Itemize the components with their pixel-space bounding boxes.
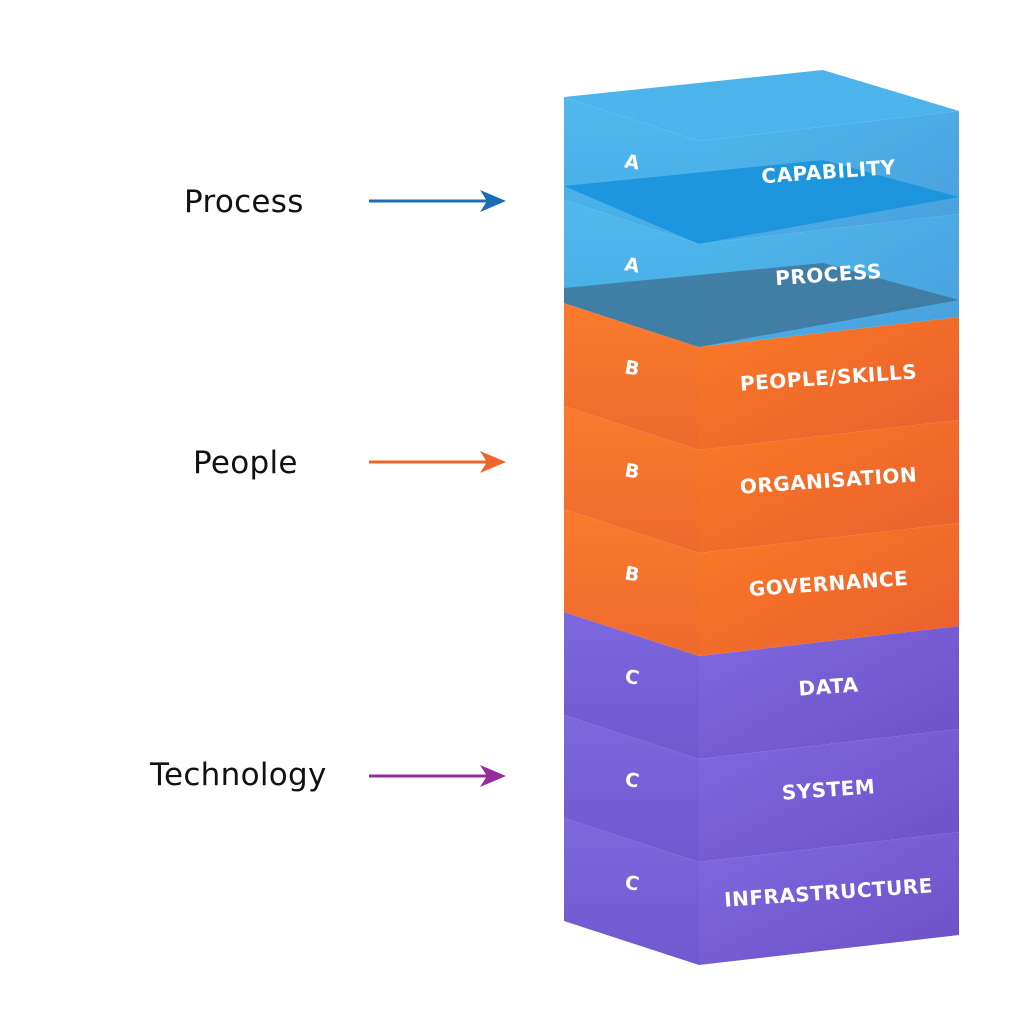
category-label-technology: Technology	[150, 757, 327, 793]
arrow-head-icon	[480, 765, 506, 787]
layer-letter: C	[623, 665, 641, 689]
layer-name: DATA	[798, 672, 860, 700]
slab-left-face	[564, 509, 699, 656]
stack-top-face	[564, 70, 959, 141]
arrow-people	[369, 451, 506, 473]
slab-left-face	[564, 303, 699, 450]
layer-letter: C	[623, 871, 641, 895]
slab-left-face	[564, 715, 699, 862]
layer-letter: C	[623, 768, 641, 792]
slab-right-face	[699, 317, 959, 450]
layer-letter: A	[623, 150, 642, 174]
arrow-technology	[369, 765, 506, 787]
slab-right-face	[699, 626, 959, 759]
arrow-process	[369, 190, 506, 212]
slab-floor-plane	[564, 263, 959, 347]
slab-left-face	[564, 818, 699, 965]
slab-left-face	[564, 612, 699, 759]
layer-letter: A	[623, 253, 642, 277]
layer-letter: B	[623, 562, 641, 586]
arrow-head-icon	[480, 451, 506, 473]
slab-right-face	[699, 523, 959, 656]
layer-letter: B	[623, 356, 641, 380]
slab-left-face	[564, 406, 699, 553]
slab-right-face	[699, 420, 959, 553]
layer-letter: B	[623, 459, 641, 483]
slab-right-face	[699, 832, 959, 965]
slab-floor-plane	[564, 160, 959, 244]
slab-right-face	[699, 729, 959, 862]
layer-slab-data: C DATA	[564, 612, 959, 759]
category-label-process: Process	[184, 184, 304, 220]
arrow-head-icon	[480, 190, 506, 212]
category-label-people: People	[193, 445, 298, 481]
